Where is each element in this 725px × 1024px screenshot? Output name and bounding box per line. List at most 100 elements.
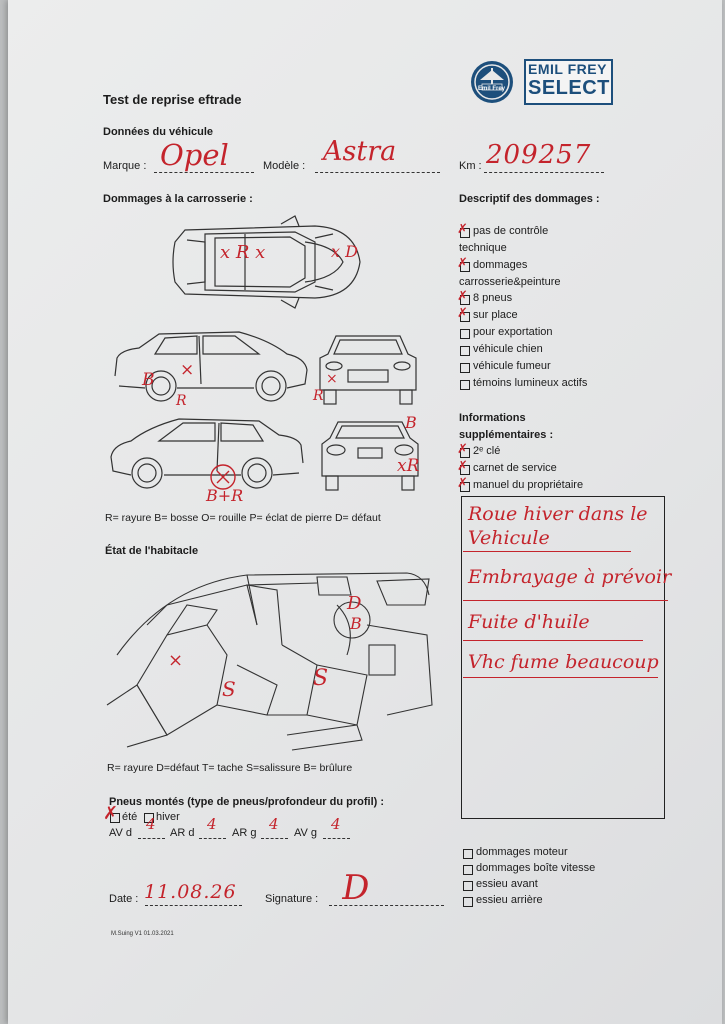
model-line [315, 172, 440, 173]
mechanical-checkbox[interactable] [463, 849, 473, 859]
extra-info-check-mark: ✗ [457, 459, 468, 474]
tire-depth-value[interactable]: 4 [331, 815, 341, 833]
brand-line [154, 172, 254, 173]
right-side-br-mark: B+R [206, 486, 244, 505]
logo-box [524, 59, 613, 105]
notes-box[interactable] [461, 496, 665, 819]
summer-tire-checkbox[interactable] [110, 813, 120, 823]
tire-depth-line [199, 838, 226, 839]
tires-section-title: Pneus montés (type de pneus/profondeur d… [109, 796, 385, 808]
note-line-3: Embrayage à prévoir [468, 566, 672, 588]
damage-desc-checkbox[interactable] [460, 228, 470, 238]
interior-s-mark-2: S [313, 666, 329, 691]
tire-depth-label: AR g [232, 827, 257, 839]
note-underline-2 [463, 600, 668, 601]
damage-desc-label-cont: technique [459, 242, 507, 254]
brand-value[interactable]: Opel [160, 138, 229, 172]
date-value[interactable]: 11.08.26 [144, 881, 237, 903]
note-underline-3 [463, 640, 643, 641]
tire-depth-label: AR d [170, 827, 195, 839]
extra-info-checkbox[interactable] [460, 465, 470, 475]
car-interior-diagram[interactable] [106, 565, 437, 751]
winter-tire-checkbox[interactable] [144, 813, 154, 823]
left-side-r-mark: R [176, 393, 187, 409]
winter-tire-label: hiver [156, 811, 180, 823]
tire-depth-value[interactable]: 4 [269, 815, 279, 833]
mechanical-checkbox[interactable] [463, 897, 473, 907]
damage-desc-label: témoins lumineux actifs [473, 377, 588, 389]
damage-desc-label: dommages [473, 259, 528, 271]
tire-depth-line [261, 838, 288, 839]
emil-frey-badge-icon [471, 61, 513, 103]
extra-info-label: 2ᵉ clé [473, 445, 501, 457]
logo-badge-text: Emil Frey [478, 86, 506, 92]
damage-desc-label-cont: carrosserie&peinture [459, 276, 561, 288]
damage-desc-checkbox[interactable] [460, 329, 470, 339]
left-side-b-mark: B [142, 370, 155, 390]
note-line-2: Vehicule [468, 527, 550, 549]
version-footer: M.Suing V1 01.03.2021 [111, 931, 174, 937]
logo-text-2: SELECT [528, 77, 610, 99]
mechanical-checkbox[interactable] [463, 881, 473, 891]
extra-info-label: manuel du propriétaire [473, 479, 584, 491]
km-value[interactable]: 209257 [486, 140, 592, 170]
bodywork-section-title: Dommages à la carrosserie : [103, 193, 253, 205]
damage-desc-label: sur place [473, 309, 518, 321]
damage-circle-mark [210, 464, 236, 490]
mechanical-checkbox[interactable] [463, 865, 473, 875]
damage-desc-checkbox[interactable] [460, 262, 470, 272]
damage-desc-checkbox[interactable] [460, 380, 470, 390]
damage-desc-label: véhicule fumeur [473, 360, 551, 372]
damage-desc-checkbox[interactable] [460, 295, 470, 305]
car-rear-view-diagram[interactable] [320, 416, 420, 494]
interior-legend: R= rayure D=défaut T= tache S=salissure … [107, 762, 353, 774]
summer-tire-label: été [122, 811, 138, 823]
damage-desc-checkbox[interactable] [460, 312, 470, 322]
damage-desc-checkbox[interactable] [460, 363, 470, 373]
extra-info-title-1: Informations [459, 412, 526, 424]
bodywork-legend: R= rayure B= bosse O= rouille P= éclat d… [105, 512, 381, 524]
logo-text-1: EMIL FREY [528, 61, 607, 77]
date-line [145, 905, 242, 906]
note-line-4: Fuite d'huile [468, 611, 590, 633]
km-line [484, 172, 604, 173]
damage-desc-check-mark: ✗ [457, 256, 468, 271]
interior-b-mark: B [350, 614, 362, 633]
tire-depth-line [138, 838, 165, 839]
tire-depth-line [323, 838, 350, 839]
rear-b-mark: B [405, 413, 417, 432]
extra-info-label: carnet de service [473, 462, 557, 474]
damage-desc-section-title: Descriptif des dommages : [459, 193, 600, 205]
car-top-view-diagram[interactable] [165, 212, 365, 312]
note-line-5: Vhc fume beaucoup [468, 651, 659, 673]
brand-label: Marque : [103, 160, 147, 172]
signature-label: Signature : [265, 893, 319, 905]
rear-r-mark: xR [397, 456, 420, 476]
mechanical-label: essieu arrière [476, 894, 543, 906]
vehicle-section-title: Données du véhicule [103, 126, 214, 138]
signature-line [329, 905, 444, 906]
damage-desc-checkbox[interactable] [460, 346, 470, 356]
front-r-mark: R [313, 388, 324, 404]
extra-info-checkbox[interactable] [460, 482, 470, 492]
model-label: Modèle : [263, 160, 306, 172]
tire-depth-value[interactable]: 4 [146, 815, 156, 833]
tire-depth-value[interactable]: 4 [207, 815, 217, 833]
top-right-mark: x D [331, 242, 358, 261]
km-label: Km : [459, 160, 482, 172]
note-underline-1 [463, 551, 631, 552]
form-title: Test de reprise eftrade [103, 92, 242, 107]
extra-info-check-mark: ✗ [457, 442, 468, 457]
note-line-1: Roue hiver dans le [468, 503, 648, 525]
car-right-side-diagram[interactable] [109, 415, 309, 493]
damage-desc-label: pour exportation [473, 326, 553, 338]
damage-desc-check-mark: ✗ [457, 289, 468, 304]
car-left-side-diagram[interactable] [109, 328, 309, 406]
mechanical-label: dommages boîte vitesse [476, 862, 596, 874]
damage-desc-check-mark: ✗ [457, 306, 468, 321]
model-value[interactable]: Astra [323, 136, 397, 167]
signature-value[interactable]: D [338, 868, 373, 908]
extra-info-checkbox[interactable] [460, 448, 470, 458]
note-underline-4 [463, 677, 658, 678]
car-front-view-diagram[interactable] [318, 330, 418, 408]
